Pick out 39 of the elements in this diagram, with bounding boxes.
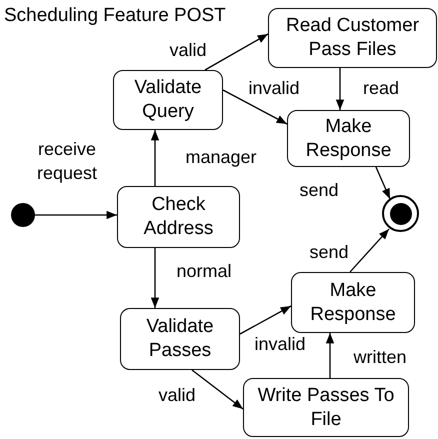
arrow [336,68,344,110]
state-name: Check Address [142,193,214,241]
diagram-title: Scheduling Feature POST [4,4,226,28]
arrow [375,166,391,200]
state-name: Write Passes To File [256,384,396,432]
arrow [204,33,268,71]
edge-label: invalid [247,77,301,100]
edge-label: read [362,77,400,100]
state-name: Validate Query [133,76,203,124]
arrow [240,305,292,335]
edge-label: normal [175,260,233,283]
edge-label: written [352,346,408,369]
edge-label: valid [157,384,197,407]
edge-label: valid [168,39,208,62]
state-name: Make Response [304,114,392,162]
state-box [113,70,223,130]
state-box [243,378,409,437]
arrow [150,248,160,308]
state-box [287,110,410,167]
final-state [382,195,419,232]
state-name: Read Customer Pass Files [284,14,420,62]
state-box [117,186,240,248]
state-box [268,8,437,68]
arrow [222,89,288,125]
state-box [120,308,240,370]
arrow [35,210,117,220]
state-name: Make Response [309,278,397,326]
arrow [150,130,160,186]
arrow [326,333,334,378]
edge-label: send [308,241,350,264]
edge-label: manager [184,146,258,169]
state-box [291,272,415,333]
state-name: Validate Passes [145,315,215,363]
edge-label: invalid [253,333,307,356]
edge-label: receive request [36,138,98,185]
edge-label: send [298,179,340,202]
arrow [350,228,390,272]
initial-state [11,203,35,227]
arrow [192,369,244,410]
